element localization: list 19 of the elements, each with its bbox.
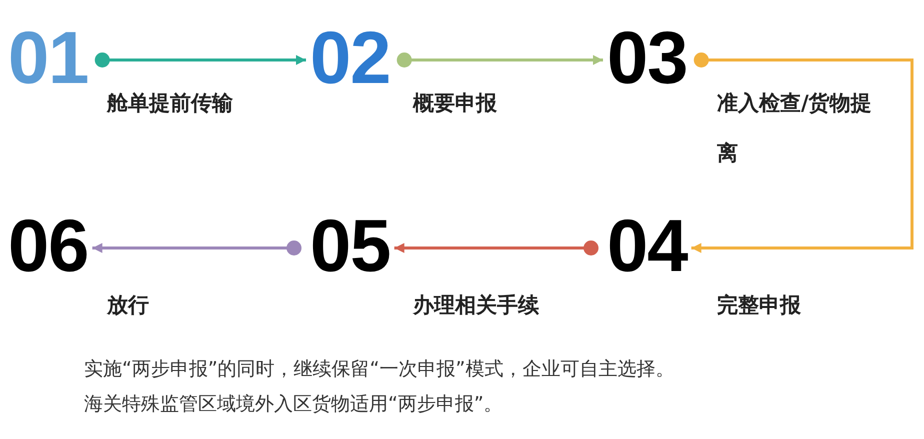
step-label: 办理相关手续 [413, 292, 540, 319]
arrow [92, 240, 302, 256]
step-label: 放行 [107, 292, 150, 319]
note-text: 实施“两步申报”的同时，继续保留“一次申报”模式，企业可自主选择。 [84, 357, 674, 382]
arrow [691, 52, 914, 253]
step-number: 02 [310, 22, 390, 94]
note-text: 海关特殊监管区域境外入区货物适用“两步申报”。 [84, 392, 503, 417]
step-number: 01 [8, 22, 88, 94]
step-number: 06 [8, 210, 88, 282]
arrow [396, 52, 603, 68]
arrow [94, 52, 306, 68]
step-number: 04 [607, 210, 688, 282]
step-number: 05 [310, 210, 390, 282]
step-label: 舱单提前传输 [107, 90, 234, 117]
step-label: 概要申报 [413, 90, 498, 117]
step-number: 03 [607, 22, 688, 94]
step-label: 准入检查/货物提离 [717, 90, 873, 167]
arrow [394, 240, 598, 256]
step-label: 完整申报 [717, 292, 802, 319]
